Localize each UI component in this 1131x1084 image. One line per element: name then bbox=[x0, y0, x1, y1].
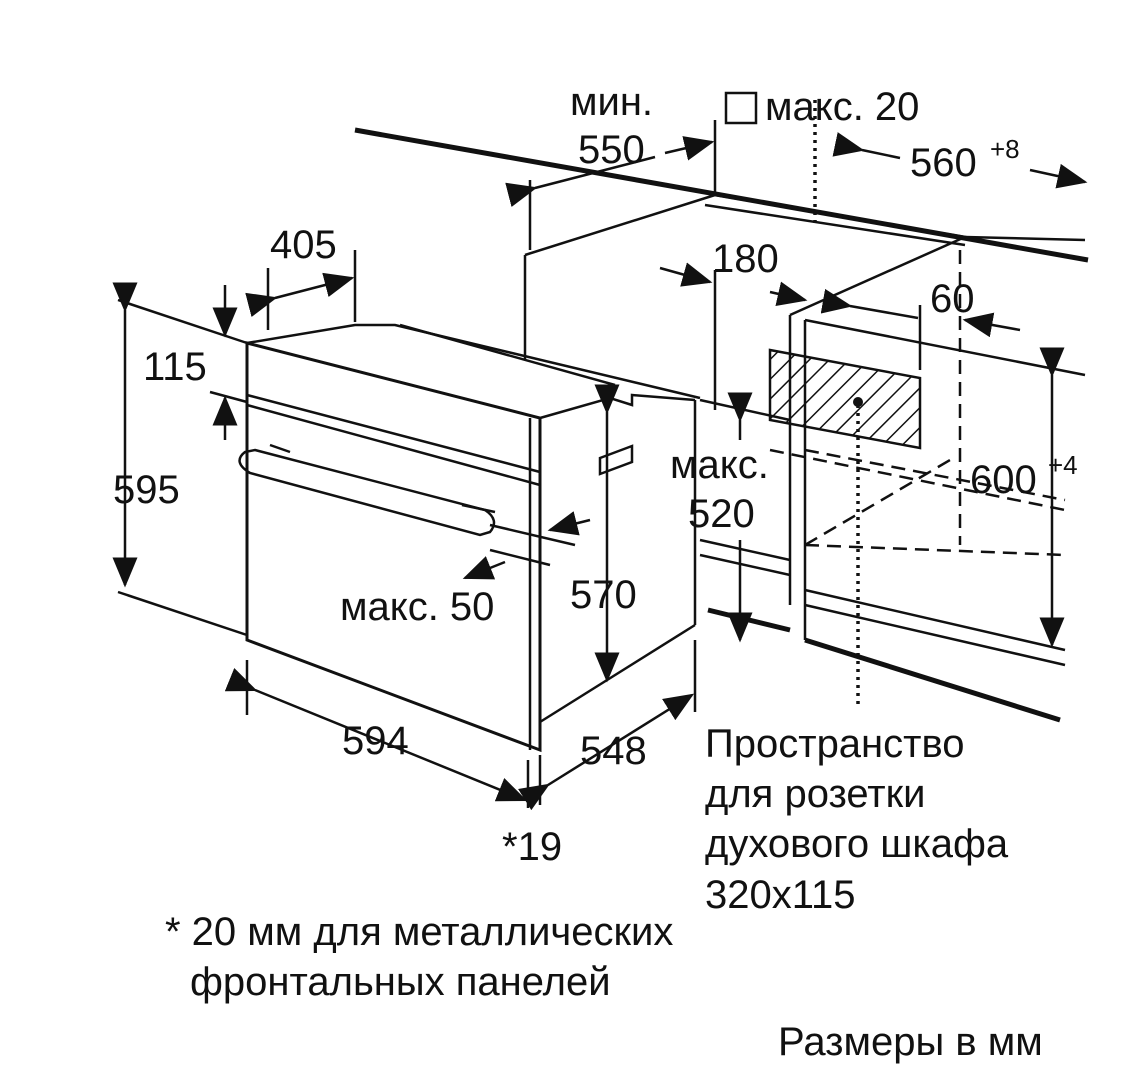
label-max50: макс. 50 bbox=[340, 585, 494, 629]
square-symbol bbox=[724, 91, 758, 125]
label-570: 570 bbox=[570, 573, 637, 617]
socket-point bbox=[853, 397, 863, 407]
label-560: 560 bbox=[910, 141, 977, 185]
label-max20: макс. 20 bbox=[765, 85, 919, 129]
socket-note-line: 320x115 bbox=[705, 873, 856, 917]
label-594: 594 bbox=[342, 719, 409, 763]
label-600-tolerance: +4 bbox=[1048, 450, 1078, 480]
label-115: 115 bbox=[143, 345, 207, 389]
socket-note-line: духового шкафа bbox=[705, 822, 1009, 866]
label-180: 180 bbox=[712, 237, 779, 281]
dimension-lines bbox=[112, 132, 1088, 811]
label-405: 405 bbox=[270, 223, 337, 267]
socket-note-line: Пространство bbox=[705, 722, 965, 766]
units-note: Размеры в мм bbox=[778, 1020, 1043, 1064]
footnote-line: * 20 мм для металлических bbox=[165, 910, 673, 954]
footnote-line: фронтальных панелей bbox=[190, 960, 611, 1004]
label-560-tolerance: +8 bbox=[990, 134, 1020, 164]
socket-note-line: для розетки bbox=[705, 772, 925, 816]
socket-area-hatch bbox=[768, 348, 922, 450]
oven bbox=[238, 323, 701, 753]
label-19: *19 bbox=[502, 825, 562, 869]
label-max520-b: 520 bbox=[688, 492, 755, 536]
label-550: 550 bbox=[578, 128, 645, 172]
label-595: 595 bbox=[113, 468, 180, 512]
label-60: 60 bbox=[930, 277, 975, 321]
label-600: 600 bbox=[970, 458, 1037, 502]
label-548: 548 bbox=[580, 729, 647, 773]
label-min: мин. bbox=[570, 80, 653, 124]
oven-door-handle bbox=[238, 448, 496, 537]
countertop bbox=[354, 127, 1089, 263]
label-max520-a: макс. bbox=[670, 443, 769, 487]
